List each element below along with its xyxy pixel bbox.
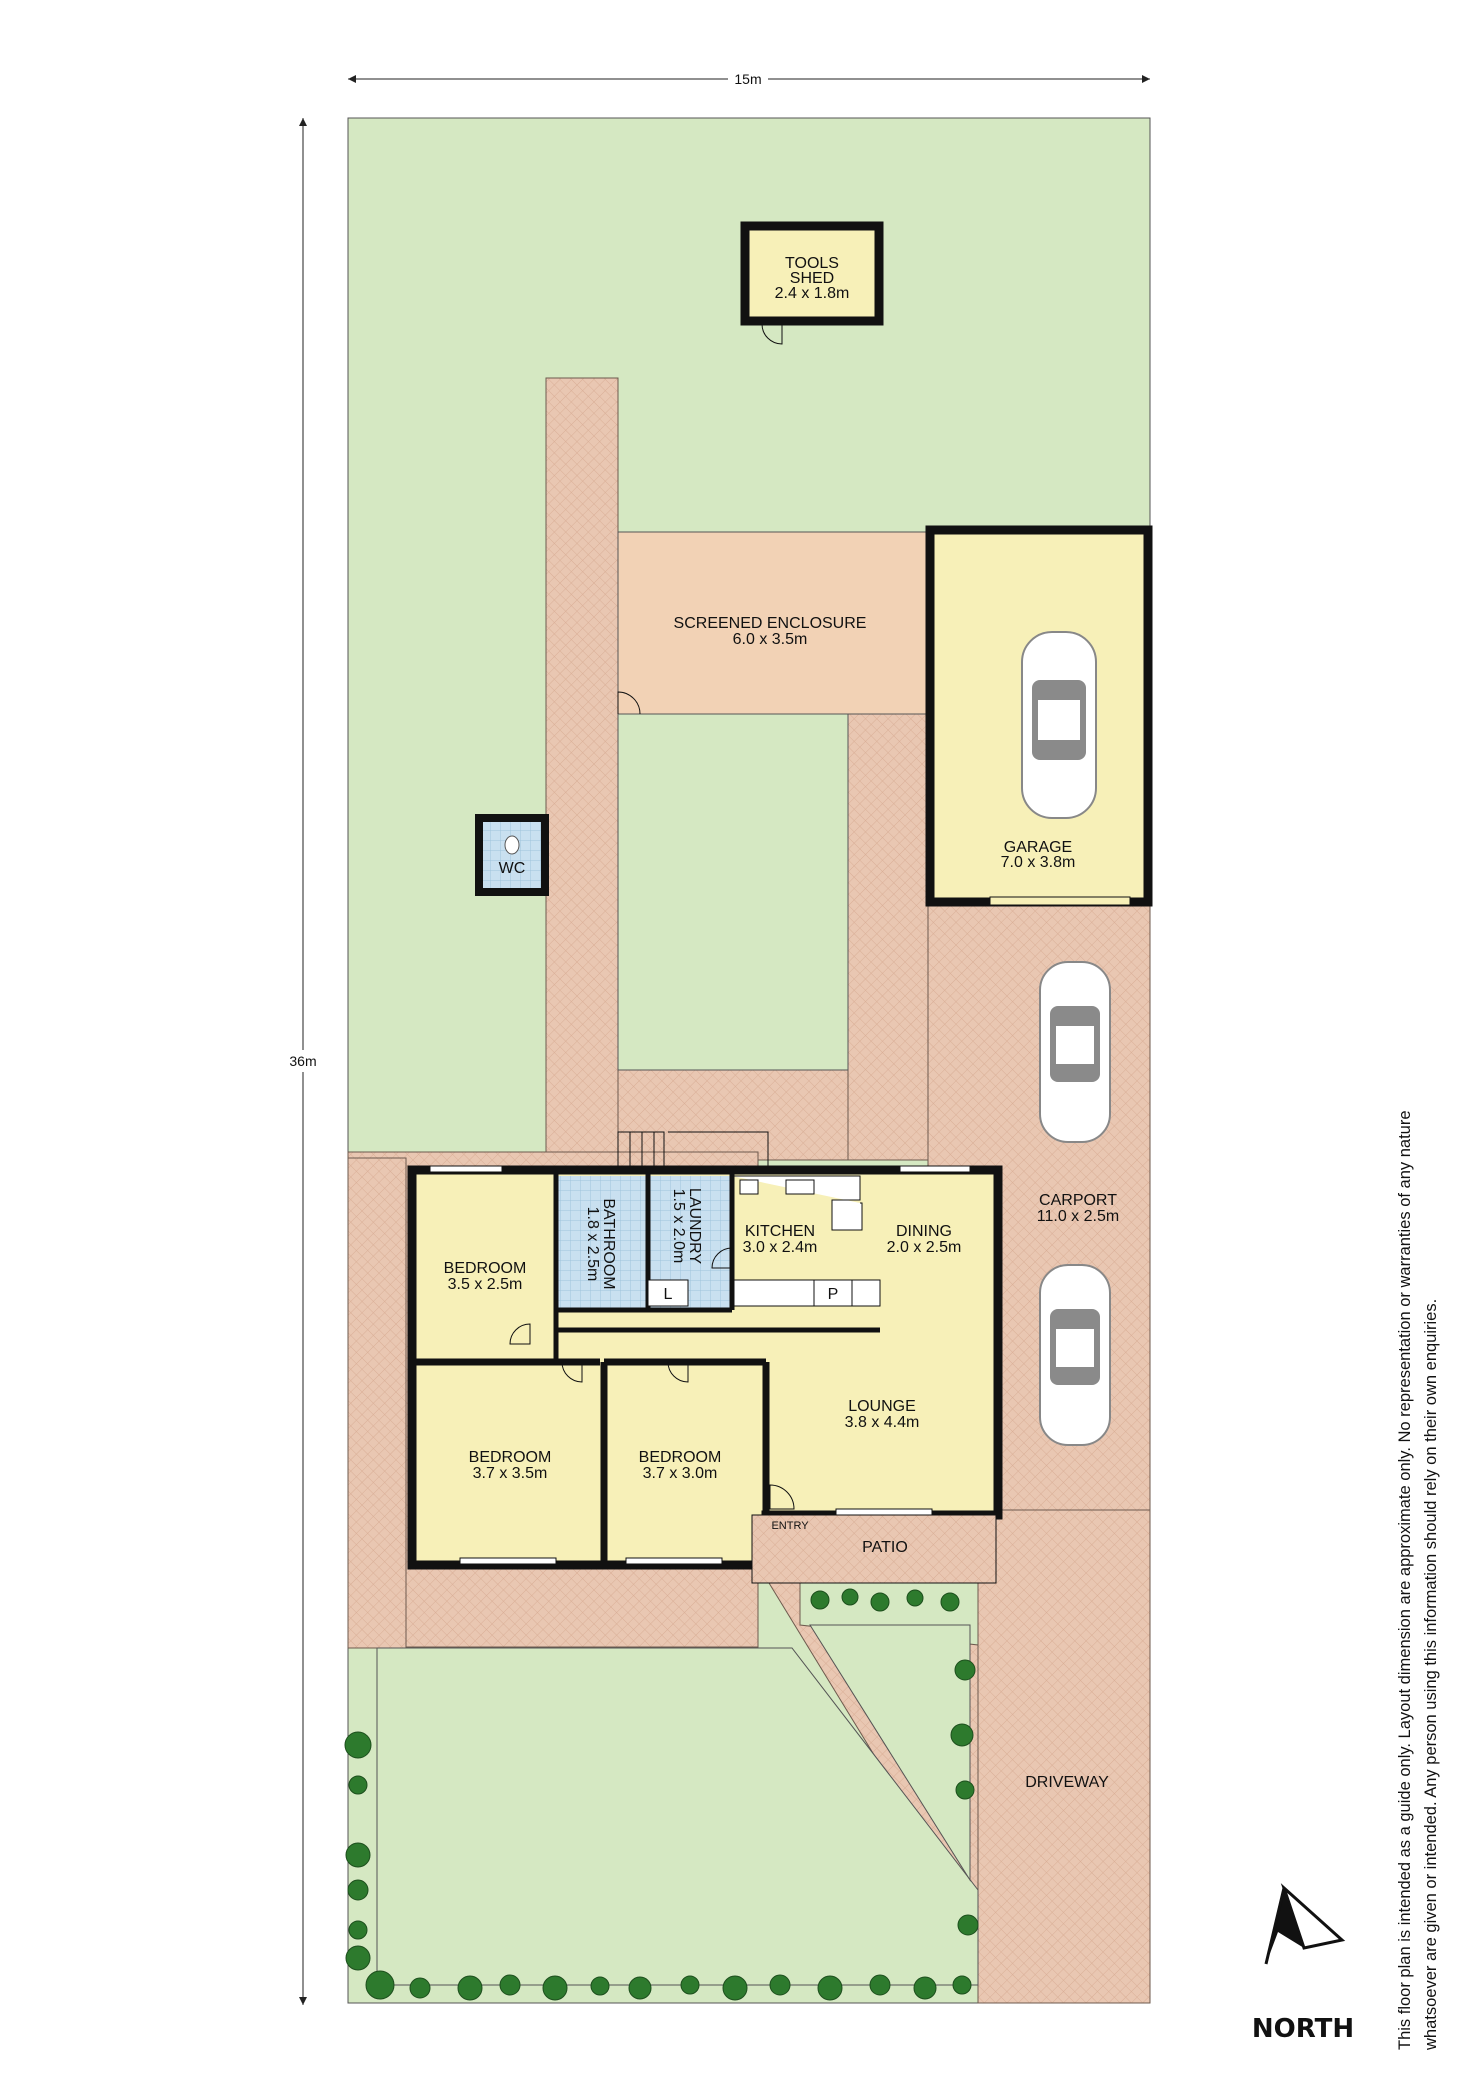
lounge-size: 3.8 x 4.4m: [845, 1414, 920, 1431]
bathroom-size: 1.8 x 2.5m: [584, 1207, 601, 1282]
dining-name: DINING: [896, 1223, 952, 1240]
windows: [429, 1165, 971, 1565]
tools-shed-size: 2.4 x 1.8m: [775, 285, 850, 302]
garage-size: 7.0 x 3.8m: [1001, 854, 1076, 871]
patio-name: PATIO: [862, 1539, 908, 1556]
bedroom1-name: BEDROOM: [444, 1260, 527, 1277]
disclaimer-line1: This floor plan is intended as a guide o…: [1396, 1110, 1414, 2050]
laundry-size: 1.5 x 2.0m: [670, 1189, 687, 1264]
width-label: 15m: [734, 71, 761, 87]
front-lawn: [376, 1647, 979, 1986]
width-dimension: 15m: [348, 70, 1150, 88]
bathroom-floor: [556, 1176, 648, 1310]
tools-shed-name: TOOLS: [785, 255, 839, 272]
pantry-label: P: [828, 1286, 839, 1303]
tools-shed: TOOLS SHED 2.4 x 1.8m: [740, 221, 884, 345]
screened-enclosure-size: 6.0 x 3.5m: [733, 631, 808, 648]
kitchen-bench: [647, 1175, 881, 1307]
bedroom3-size: 3.7 x 3.0m: [643, 1465, 718, 1482]
disclaimer-line2: whatsoever are given or intended. Any pe…: [1422, 1299, 1440, 2051]
bedroom2-name: BEDROOM: [469, 1449, 552, 1466]
height-dimension: 36m: [286, 118, 320, 2005]
back-steps: [617, 1131, 769, 1171]
car-icon: [1039, 1264, 1111, 1446]
laundry-name: LAUNDRY: [686, 1188, 703, 1265]
carport-name: CARPORT: [1039, 1192, 1117, 1209]
hedge: [344, 1588, 979, 2001]
dining-size: 2.0 x 2.5m: [887, 1239, 962, 1256]
north-arrow-icon: [1264, 1883, 1346, 1965]
doors: [509, 1247, 795, 1510]
side-lawn: [809, 1624, 971, 1882]
screened-enclosure: SCREENED ENCLOSURE 6.0 x 3.5m: [617, 531, 929, 715]
north-label: NORTH: [1252, 2014, 1354, 2044]
bedroom2-size: 3.7 x 3.5m: [473, 1465, 548, 1482]
inner-lawn: [617, 713, 849, 1071]
kitchen-size: 3.0 x 2.4m: [743, 1239, 818, 1256]
bedroom3-name: BEDROOM: [639, 1449, 722, 1466]
entry-label: ENTRY: [771, 1520, 809, 1532]
linen-label: L: [664, 1286, 673, 1303]
wc-name: WC: [499, 860, 526, 877]
car-icon: [1021, 631, 1097, 819]
garage-name: GARAGE: [1004, 839, 1072, 856]
lounge-name: LOUNGE: [848, 1398, 916, 1415]
bedroom1-size: 3.5 x 2.5m: [448, 1276, 523, 1293]
screened-enclosure-name: SCREENED ENCLOSURE: [674, 615, 867, 632]
wc: WC: [475, 814, 549, 896]
driveway-name: DRIVEWAY: [1025, 1774, 1109, 1791]
height-label: 36m: [289, 1053, 316, 1069]
carport-size: 11.0 x 2.5m: [1037, 1208, 1119, 1225]
kitchen-name: KITCHEN: [745, 1223, 815, 1240]
car-icon: [1039, 961, 1111, 1143]
patio: PATIO ENTRY: [751, 1514, 997, 1584]
tools-shed-name2: SHED: [790, 270, 834, 287]
bathroom-name: BATHROOM: [600, 1198, 617, 1289]
